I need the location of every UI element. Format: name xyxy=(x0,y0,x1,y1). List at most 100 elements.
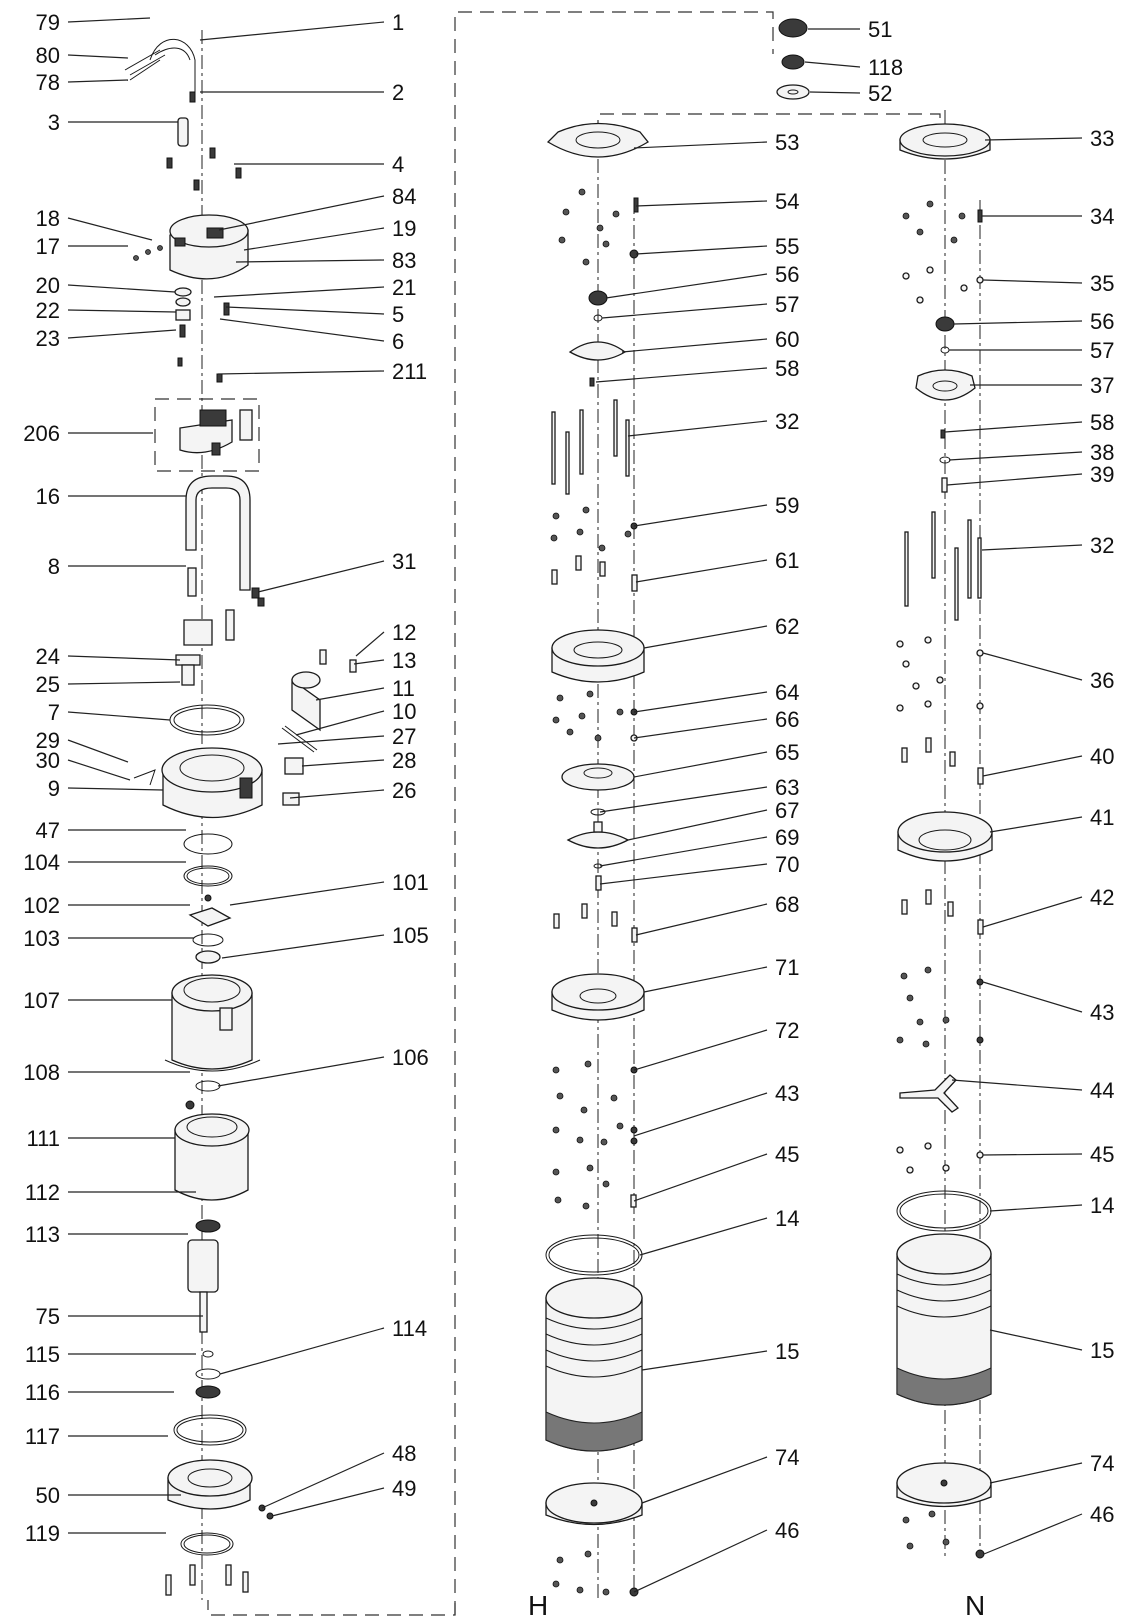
callout-h-54: 54 xyxy=(775,189,799,214)
callout-right-6: 6 xyxy=(392,329,404,354)
callout-h-32: 32 xyxy=(775,409,799,434)
callout-left-113: 113 xyxy=(25,1222,60,1247)
callout-right-12: 12 xyxy=(392,620,416,645)
callout-right-84: 84 xyxy=(392,184,416,209)
fastener xyxy=(552,1066,560,1074)
leader-line xyxy=(301,759,385,767)
n-column-parts xyxy=(896,123,993,1559)
fastener xyxy=(133,255,139,261)
leader-line xyxy=(315,687,385,701)
fastener xyxy=(580,1106,588,1114)
callout-right-2: 2 xyxy=(392,80,404,105)
callout-h-68: 68 xyxy=(775,892,799,917)
callout-n-32: 32 xyxy=(1090,533,1114,558)
leader-line xyxy=(627,420,768,437)
callout-left-22: 22 xyxy=(36,298,60,323)
h-column-parts xyxy=(545,18,810,1597)
leader-line xyxy=(67,711,171,721)
callout-left-75: 75 xyxy=(36,1304,60,1329)
callout-h-74: 74 xyxy=(775,1445,799,1470)
fastener xyxy=(924,636,932,644)
callout-h-15: 15 xyxy=(775,1339,799,1364)
fastener xyxy=(562,208,570,216)
callout-left-107: 107 xyxy=(23,988,60,1013)
callout-right-101: 101 xyxy=(392,870,429,895)
leader-line xyxy=(599,836,768,867)
fastener xyxy=(916,1018,924,1026)
leader-line xyxy=(243,227,385,251)
leader-line xyxy=(948,451,1083,461)
fastener xyxy=(950,236,958,244)
fastener xyxy=(902,1516,910,1524)
callout-right-106: 106 xyxy=(392,1045,429,1070)
leader-line xyxy=(67,787,164,791)
callout-h-71: 71 xyxy=(775,955,799,980)
callout-n-44: 44 xyxy=(1090,1078,1114,1103)
leader-line xyxy=(982,652,1083,681)
callout-left-78: 78 xyxy=(36,70,60,95)
leader-line xyxy=(599,863,768,885)
callout-n-36: 36 xyxy=(1090,668,1114,693)
leader-line xyxy=(225,306,385,315)
callout-labels: 7980783181720222320616824257293094710410… xyxy=(23,10,1114,1546)
callout-left-104: 104 xyxy=(23,850,60,875)
callout-n-58: 58 xyxy=(1090,410,1114,435)
leader-line xyxy=(67,217,153,241)
callout-left-30: 30 xyxy=(36,748,60,773)
callout-n-37: 37 xyxy=(1090,373,1114,398)
fastener xyxy=(578,188,586,196)
leader-line xyxy=(355,631,385,657)
leader-line xyxy=(218,195,385,231)
leader-line xyxy=(219,1327,385,1375)
callout-right-48: 48 xyxy=(392,1441,416,1466)
fasteners xyxy=(133,188,968,1596)
leader-line xyxy=(633,1529,768,1593)
callout-left-16: 16 xyxy=(36,484,60,509)
leader-line xyxy=(67,681,181,685)
leader-line xyxy=(257,560,385,593)
leader-line xyxy=(953,320,1083,325)
leader-line xyxy=(601,303,768,319)
leader-line xyxy=(633,718,768,739)
leader-line xyxy=(289,789,385,799)
fastener xyxy=(576,1136,584,1144)
callout-n-41: 41 xyxy=(1090,805,1114,830)
callout-n-34: 34 xyxy=(1090,204,1114,229)
leader-line xyxy=(989,1204,1083,1212)
callout-left-47: 47 xyxy=(36,818,60,843)
callout-leaders xyxy=(67,17,1083,1593)
leader-line xyxy=(641,1456,768,1504)
callout-left-7: 7 xyxy=(48,700,60,725)
callout-n-46: 46 xyxy=(1090,1502,1114,1527)
callout-top-118: 118 xyxy=(868,55,903,80)
leader-line xyxy=(271,1487,385,1517)
callout-left-206: 206 xyxy=(23,421,60,446)
callout-left-102: 102 xyxy=(23,893,60,918)
callout-left-119: 119 xyxy=(25,1521,60,1546)
callout-right-19: 19 xyxy=(392,216,416,241)
callout-n-14: 14 xyxy=(1090,1193,1114,1218)
fastener xyxy=(552,1580,560,1588)
fastener xyxy=(612,210,620,218)
callout-h-45: 45 xyxy=(775,1142,799,1167)
fastener xyxy=(924,966,932,974)
callout-n-74: 74 xyxy=(1090,1451,1114,1476)
sleeve xyxy=(901,899,908,915)
fastener xyxy=(556,1556,564,1564)
callout-left-117: 117 xyxy=(25,1424,60,1449)
leader-line xyxy=(944,421,1083,433)
callout-n-39: 39 xyxy=(1090,462,1114,487)
fastener xyxy=(902,272,910,280)
callout-left-20: 20 xyxy=(36,273,60,298)
fastener xyxy=(554,1196,562,1204)
callout-n-43: 43 xyxy=(1090,1000,1114,1025)
sleeve xyxy=(949,751,956,767)
fastener xyxy=(157,245,163,251)
leader-line xyxy=(605,273,768,299)
leader-line xyxy=(229,881,385,906)
fastener xyxy=(924,700,932,708)
leader-line xyxy=(635,559,768,583)
fastener xyxy=(900,972,908,980)
callout-left-25: 25 xyxy=(36,672,60,697)
callout-right-31: 31 xyxy=(392,549,416,574)
